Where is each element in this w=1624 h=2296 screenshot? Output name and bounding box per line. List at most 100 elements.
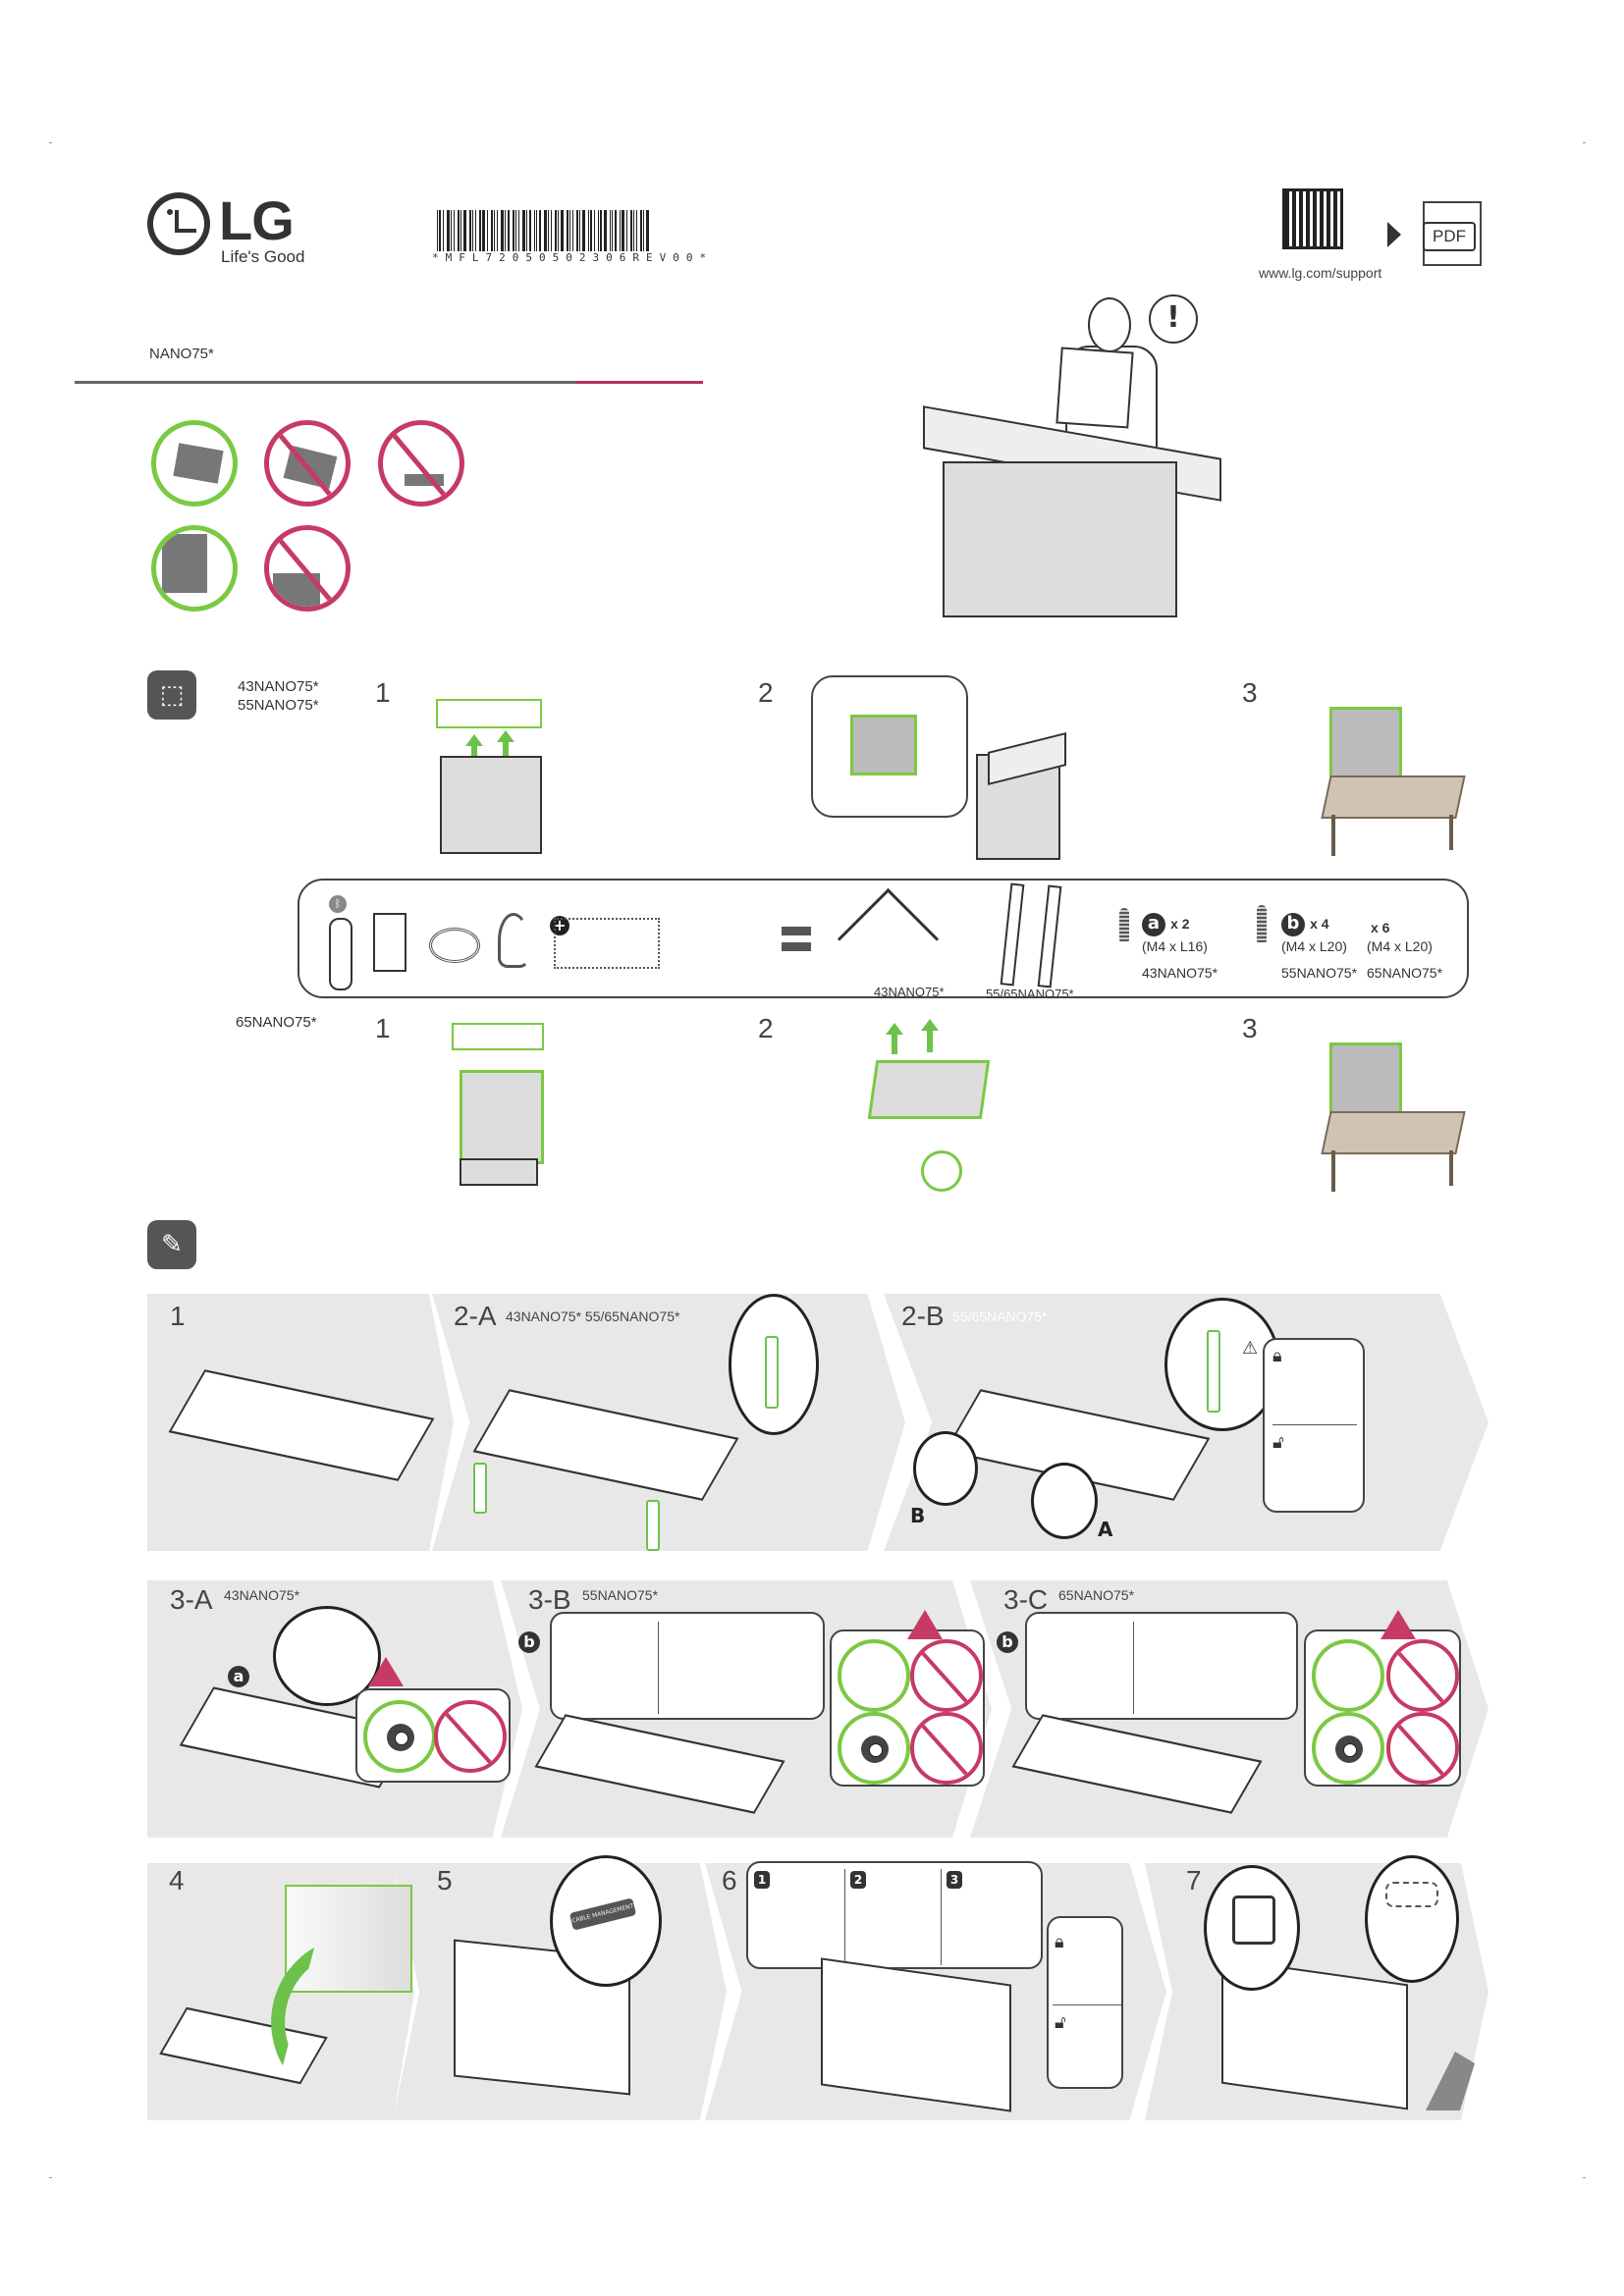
- barcode-bar: [610, 210, 611, 251]
- model-label: 55NANO75*: [238, 697, 319, 714]
- lift-arrow-icon: [886, 1023, 903, 1054]
- barcode-bar: [497, 210, 498, 251]
- screw-count: x 2: [1170, 916, 1190, 932]
- barcode-bar: [494, 210, 495, 251]
- hold-tv-by-edge-icon: [151, 525, 238, 612]
- screw-badge: b: [518, 1631, 540, 1653]
- lift-arrow-icon: [497, 730, 514, 762]
- tv-back-illustration: [821, 1957, 1011, 2112]
- barcode-bar: [646, 210, 649, 251]
- box-base-illustration: [460, 1158, 538, 1186]
- crop-mark: [49, 2177, 52, 2178]
- barcode-bar: [472, 210, 473, 251]
- step-number: 2-B: [901, 1301, 945, 1331]
- packing-foam-illustration: [452, 1023, 544, 1050]
- barcode-bar: [487, 210, 488, 251]
- warning-triangle-icon: [907, 1610, 943, 1639]
- screw-badge: b: [997, 1631, 1018, 1653]
- person-head-illustration: [1088, 297, 1131, 352]
- barcode-bar: [612, 210, 613, 251]
- cable-management-clips-icon: [782, 927, 811, 935]
- qr-code-icon[interactable]: [1282, 188, 1343, 249]
- table-leg: [1331, 815, 1335, 856]
- screw-a-icon: [1119, 908, 1129, 941]
- tv-panel-illustration: [1329, 1042, 1402, 1117]
- tv-in-box-illustration: [460, 1070, 544, 1164]
- open-box-icon: ⬚: [147, 670, 196, 720]
- model-label: 65NANO75*: [236, 1014, 317, 1031]
- unlock-icon: 🔓︎: [1272, 1432, 1284, 1453]
- step-number: 1: [375, 1013, 391, 1043]
- barcode-bar: [505, 210, 506, 251]
- step-number: 1: [375, 677, 391, 708]
- model-label: 43NANO75*: [238, 678, 319, 695]
- support-url-link[interactable]: www.lg.com/support: [1259, 265, 1382, 281]
- lock-icon: 🔒︎: [1055, 1932, 1064, 1952]
- step-models: 43NANO75* 55/65NANO75*: [506, 1308, 680, 1324]
- barcode-bar: [604, 210, 607, 251]
- barcode-bar: [526, 210, 527, 251]
- lock-unlock-callout: 🔒︎ 🔓︎: [1263, 1338, 1365, 1513]
- lift-tv-callout: [811, 675, 968, 818]
- detail-zoom-circle: [1164, 1298, 1280, 1431]
- tv-panel-illustration: [1329, 707, 1402, 781]
- barcode-bar: [447, 210, 450, 251]
- step-models: 55/65NANO75*: [952, 1308, 1048, 1324]
- brand-tagline: Life's Good: [221, 247, 305, 266]
- screw-spec: (M4 x L20): [1281, 938, 1347, 954]
- table-leg: [1449, 1150, 1453, 1186]
- screw-badge: a: [228, 1666, 249, 1687]
- barcode-bar: [630, 210, 632, 251]
- detail-zoom-circle: CABLE MANAGEMENT: [550, 1855, 662, 1987]
- holder-lock-callout: 🔒︎ 🔓︎: [1047, 1916, 1123, 2089]
- manual-booklet-icon: [373, 913, 406, 972]
- detail-zoom-circle: [1204, 1865, 1300, 1991]
- power-cord-icon: [429, 928, 480, 963]
- screwdriver-hand-icon: ✎: [147, 1220, 196, 1269]
- step-number: 1: [170, 1301, 186, 1331]
- detail-zoom-circle: [1365, 1855, 1459, 1983]
- barcode-bar: [548, 210, 549, 251]
- barcode-bar: [463, 210, 466, 251]
- title-divider-accent: [575, 381, 703, 384]
- barcode-bar: [598, 210, 599, 251]
- step-number: 5: [437, 1865, 453, 1896]
- barcode-bar: [558, 210, 559, 251]
- step-models: 65NANO75*: [1058, 1587, 1135, 1603]
- two-people-carry-tv-flat-icon: [378, 420, 464, 507]
- cable-management-clip: CABLE MANAGEMENT: [568, 1897, 637, 1931]
- lift-arrow-icon: [921, 1019, 939, 1052]
- barcode-bar: [539, 210, 541, 251]
- instruction-sheet-illustration: [1056, 347, 1134, 429]
- callout-label-a: A: [1098, 1518, 1113, 1541]
- cable-holder-steps-callout: 1 2 3: [746, 1861, 1043, 1969]
- barcode-bar: [643, 210, 644, 251]
- exclamation-bubble-icon: !: [1149, 294, 1198, 344]
- step-number: 2-A: [454, 1301, 497, 1331]
- model-title: NANO75*: [149, 346, 214, 362]
- barcode-bar: [451, 210, 452, 251]
- screw-detail-callout: [550, 1612, 825, 1720]
- barcode-bar: [491, 210, 493, 251]
- table-illustration: [1321, 775, 1466, 819]
- bluetooth-icon: ᛒ: [329, 895, 347, 913]
- tv-upright-illustration: [285, 1885, 412, 1993]
- screw-model: 65NANO75*: [1367, 965, 1443, 981]
- detail-zoom-circle-b: [913, 1431, 978, 1506]
- screw-count: x 4: [1310, 916, 1329, 932]
- barcode-bar: [529, 210, 531, 251]
- barcode-bar: [460, 210, 461, 251]
- barcode-bar: [458, 210, 460, 251]
- screw-count: x 6: [1371, 920, 1390, 935]
- brand-name: LG: [219, 189, 295, 251]
- accessory-caption: 43NANO75*: [874, 985, 945, 999]
- screw-badge: b: [1281, 913, 1305, 936]
- cable-holder-icon: [498, 913, 529, 968]
- accessories-panel: [298, 879, 1469, 998]
- barcode-bar: [437, 210, 438, 251]
- barcode-bar: [640, 210, 642, 251]
- tv-panel-illustration: [867, 1060, 991, 1119]
- step-number: 3: [1242, 1013, 1258, 1043]
- packing-foam-illustration: [436, 699, 542, 728]
- cable-tie-optional-icon: [554, 918, 660, 969]
